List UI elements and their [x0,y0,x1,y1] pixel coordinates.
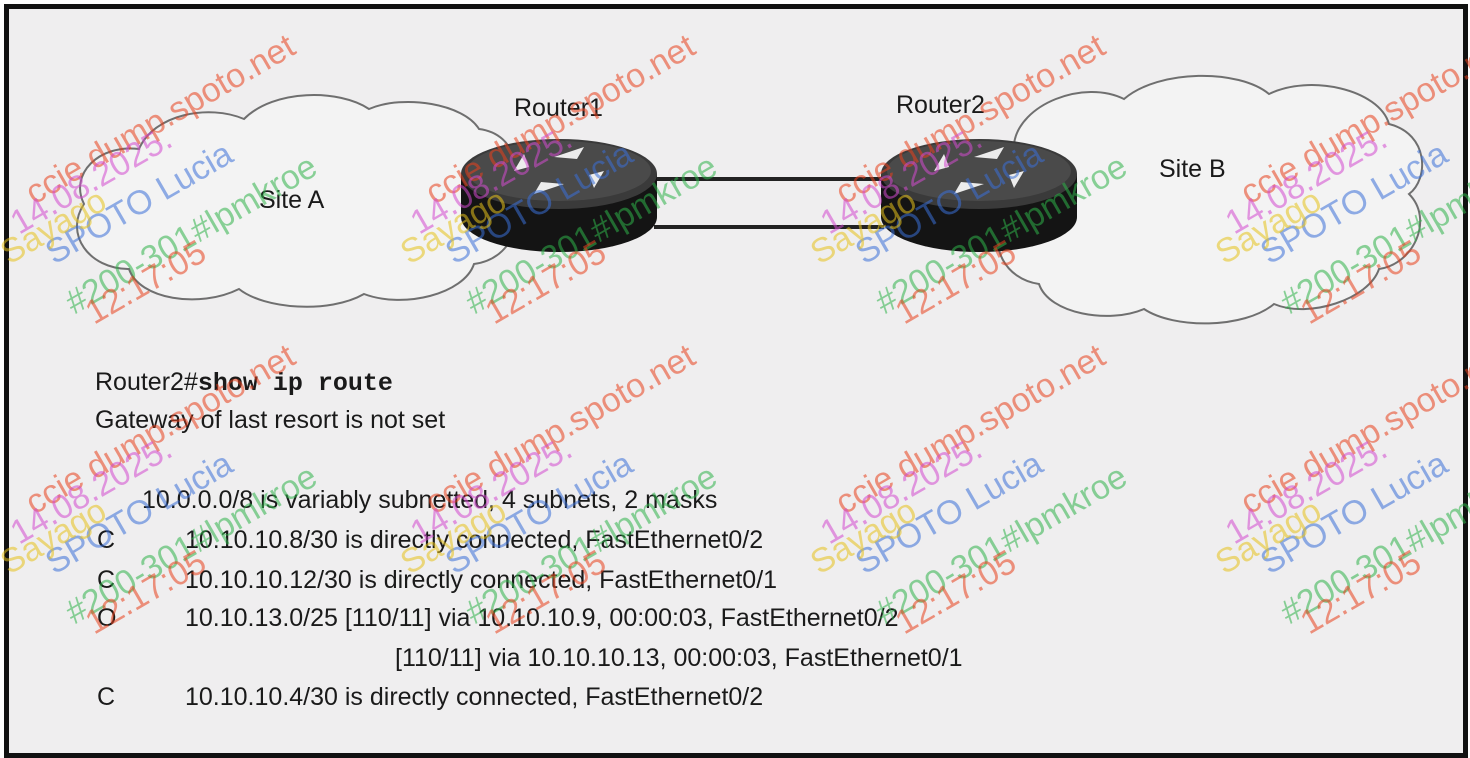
router1-label: Router1 [514,94,603,122]
cli-command: show ip route [197,369,393,398]
route-entry: 10.10.13.0/25 [110/11] via 10.10.10.9, 0… [185,604,899,632]
route-entry-continuation: [110/11] via 10.10.10.13, 00:00:03, Fast… [395,644,963,672]
network-topology [76,74,1423,325]
cli-command-line: Router2#show ip route [95,367,393,399]
route-code: O [97,604,117,632]
route-code: C [97,566,116,594]
cli-gateway-line: Gateway of last resort is not set [95,406,446,434]
cli-prompt: Router2# [95,368,198,396]
router2-icon [881,139,1077,252]
cli-summary-line: 10.0.0.0/8 is variably subnetted, 4 subn… [142,486,718,514]
route-entry: 10.10.10.12/30 is directly connected, Fa… [185,566,778,594]
route-entry: 10.10.10.4/30 is directly connected, Fas… [185,683,764,711]
route-code: C [97,526,116,554]
diagram-frame: Site A Site B Router1 Router2 Router2#sh… [0,4,1470,758]
site-a-label: Site A [259,186,325,214]
router2-label: Router2 [896,91,985,119]
route-entry: 10.10.10.8/30 is directly connected, Fas… [185,526,764,554]
site-b-cloud [992,74,1423,325]
site-b-label: Site B [1159,155,1226,183]
route-code: C [97,683,116,711]
router1-icon [461,139,657,252]
